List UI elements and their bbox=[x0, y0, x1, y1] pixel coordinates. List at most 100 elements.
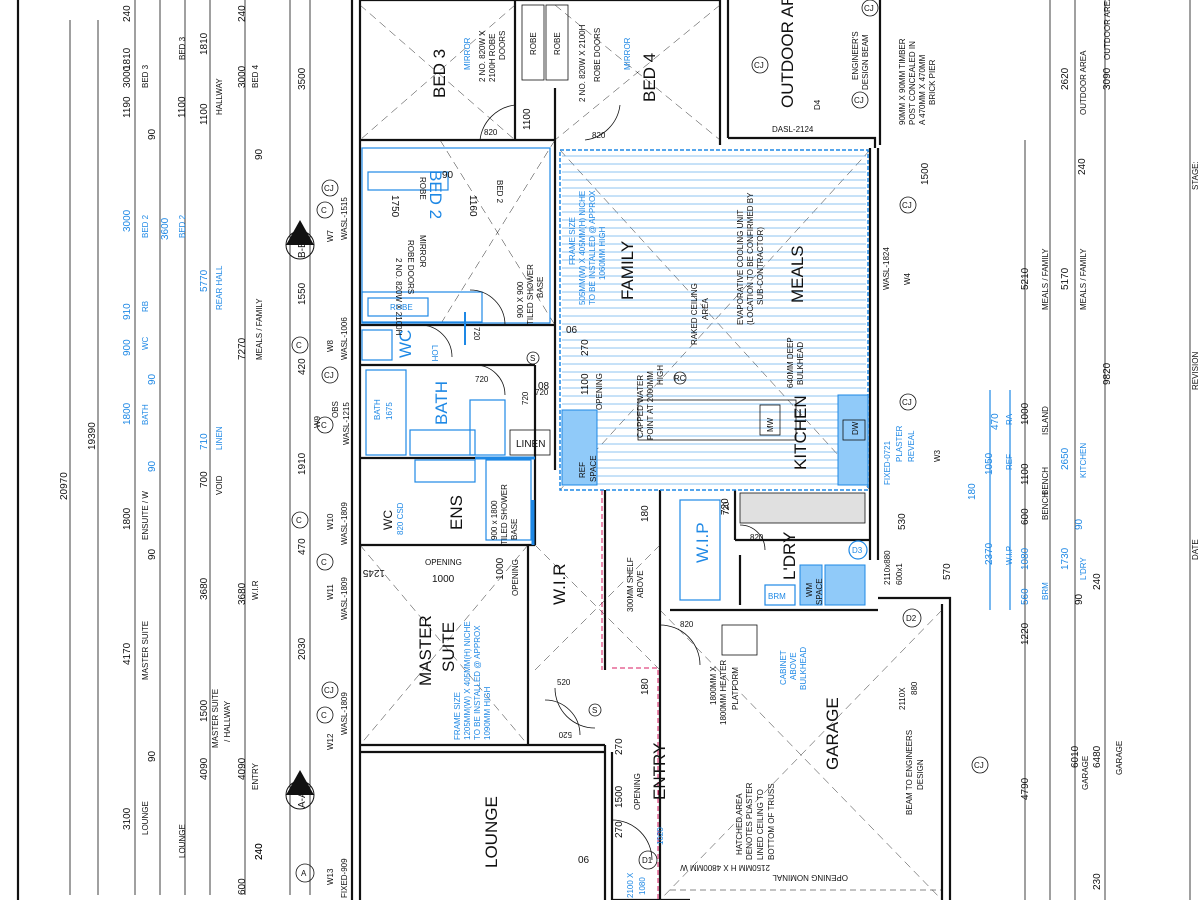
dim-900: 900 bbox=[122, 339, 133, 356]
room-labels: BED 3 BED 4 OUTDOOR AREA BED 2 FAMILY ME… bbox=[381, 0, 860, 868]
label-ensuite: ENSUITE / W bbox=[141, 491, 150, 540]
overall-dimensions: 20970 19390 bbox=[59, 20, 99, 895]
left-dimension-chains: 240 1810 3000 1190 90 3000 3600 5770 910… bbox=[122, 0, 311, 895]
room-wir: W.I.R bbox=[550, 563, 569, 605]
idim-90a: 90 bbox=[442, 170, 454, 181]
dim-5210: 5210 bbox=[1020, 267, 1031, 290]
wet-area-fixtures bbox=[361, 312, 551, 545]
dw-box bbox=[842, 419, 866, 441]
room-wc2: WC bbox=[381, 510, 395, 530]
idim-1100a: 1100 bbox=[522, 108, 533, 130]
idim-1750: 1750 bbox=[389, 195, 400, 218]
note-bed2-mirror: MIRROR bbox=[418, 235, 427, 268]
label-bench: BENCH bbox=[1041, 492, 1050, 520]
dim-710: 710 bbox=[199, 433, 210, 450]
dim-1100: 1100 bbox=[1020, 463, 1031, 485]
dim-4790: 4790 bbox=[1020, 777, 1031, 800]
room-master-2: SUITE bbox=[439, 622, 458, 672]
tag-cj6: CJ bbox=[324, 184, 334, 193]
tag-c3: C bbox=[321, 421, 327, 430]
idim-08: 08 bbox=[538, 381, 550, 392]
dim-90d: 90 bbox=[147, 548, 158, 560]
idim-270b: 270 bbox=[614, 738, 625, 755]
dim-90: 90 bbox=[147, 128, 158, 140]
note-cooling-2: (LOCATION TO BE CONFIRMED BY bbox=[746, 192, 755, 325]
note-bench: BENCH bbox=[1041, 467, 1050, 495]
section-markers: B-B A-A A bbox=[285, 220, 315, 883]
dim-700: 700 bbox=[199, 471, 210, 488]
mw-box bbox=[759, 404, 781, 436]
note-robe-doors-bed3-1: 2 NO. 820W X bbox=[478, 30, 487, 82]
dim-240: 240 bbox=[1092, 573, 1103, 590]
dim-3090: 3090 bbox=[1102, 67, 1113, 90]
tag-w13: W13 bbox=[326, 868, 335, 885]
dim-90c: 90 bbox=[147, 460, 158, 472]
idim-1245: 1245 bbox=[362, 567, 385, 578]
label-meals-family-a: MEALS / FAMILY bbox=[1041, 248, 1050, 310]
note-niche-2: 505MM(W) X 405MM(H) NICHE bbox=[578, 191, 587, 305]
room-wip: W.I.P bbox=[693, 522, 712, 563]
titleblock-revision: REVISION bbox=[1191, 352, 1200, 390]
interior-walls bbox=[360, 0, 878, 900]
dim-600: 600 bbox=[1020, 508, 1031, 525]
label-garage-b: GARAGE bbox=[1081, 756, 1090, 790]
note-shower1-3: BASE bbox=[536, 277, 545, 298]
room-bath: BATH bbox=[432, 381, 451, 425]
note-engineer-2: DESIGN BEAM bbox=[861, 34, 870, 90]
label-bed2-b: BED 2 bbox=[178, 214, 187, 238]
tag-c5: C bbox=[321, 558, 327, 567]
note-cabinet-1: CABINET bbox=[779, 650, 788, 685]
note-bath-2: 1675 bbox=[385, 402, 394, 420]
dim-3000: 3000 bbox=[122, 65, 133, 88]
note-post-2: POST CONCEALED IN bbox=[908, 41, 917, 125]
room-garage: GARAGE bbox=[823, 697, 842, 770]
bed2-outline bbox=[361, 147, 551, 324]
room-lounge: LOUNGE bbox=[482, 796, 501, 868]
idim-1100b: 1100 bbox=[580, 373, 591, 395]
label-bed3-b: BED 3 bbox=[178, 36, 187, 60]
dim-5170: 5170 bbox=[1060, 267, 1071, 290]
note-hatched-3: LINED CEILING TO bbox=[756, 789, 765, 860]
room-wc: WC bbox=[396, 330, 415, 358]
label-bed3-a: BED 3 bbox=[141, 64, 150, 88]
note-robe-a: ROBE bbox=[529, 32, 538, 55]
idim-820c: 820 bbox=[750, 533, 764, 542]
dim-470: 470 bbox=[297, 538, 308, 555]
room-kitchen: KITCHEN bbox=[791, 395, 810, 470]
idim-720d: 720 bbox=[722, 501, 731, 515]
dim-90b: 90 bbox=[1074, 518, 1085, 530]
tag-cj2: CJ bbox=[754, 61, 764, 70]
label-bed4: BED 4 bbox=[251, 64, 260, 88]
tag-w12: W12 bbox=[326, 733, 335, 750]
note-bed2-bed: BED 2 bbox=[495, 180, 504, 204]
dim-240: 240 bbox=[122, 5, 133, 22]
note-d3-2: 600x1 bbox=[895, 563, 904, 585]
note-master-niche-3: TO BE INSTALLED @ APPROX bbox=[473, 625, 482, 740]
note-heater-2: 1800MM HEATER bbox=[719, 660, 728, 725]
note-bed2-robe-label: ROBE bbox=[418, 177, 427, 200]
tag-w8: W8 bbox=[326, 339, 335, 352]
dim-3000c: 3000 bbox=[237, 65, 248, 88]
note-bulkhead-1: 640MM DEEP bbox=[786, 337, 795, 388]
label-hallway-b: / HALLWAY bbox=[223, 700, 232, 742]
label-ref: REF bbox=[1005, 454, 1014, 470]
note-heater-1: 1800MM X bbox=[709, 666, 718, 705]
note-mirror-bed4: MIRROR bbox=[623, 37, 632, 70]
brm-box bbox=[764, 584, 796, 606]
note-niche-4: 1060MM HIGH bbox=[598, 226, 607, 280]
label-ref-box: REF bbox=[578, 462, 587, 478]
dim-1810b: 1810 bbox=[199, 32, 210, 55]
dim-1050: 1050 bbox=[984, 452, 995, 475]
overall-dim-20970: 20970 bbox=[59, 472, 70, 500]
tag-obs: OBS bbox=[331, 401, 340, 418]
note-water-2: POINT AT 2000MM bbox=[646, 371, 655, 440]
tag-c2: C bbox=[296, 341, 302, 350]
dim-1800b: 1800 bbox=[122, 507, 133, 530]
tag-d1: D1 bbox=[642, 856, 653, 865]
note-bath-1: BATH bbox=[373, 399, 382, 420]
idim-720b: 720 bbox=[521, 391, 530, 405]
bath-tub bbox=[365, 369, 407, 456]
note-bulkhead-2: BULKHEAD bbox=[796, 342, 805, 385]
room-entry: ENTRY bbox=[650, 743, 669, 800]
section-aa: A-A bbox=[297, 791, 308, 808]
